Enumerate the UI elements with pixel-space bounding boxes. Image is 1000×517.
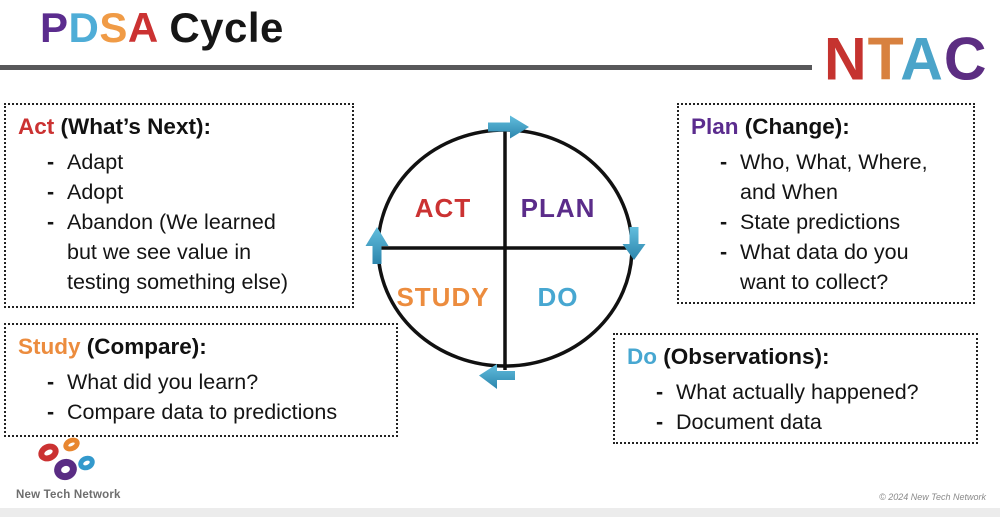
plan-list: -Who, What, Where, and When -State predi… <box>691 147 961 297</box>
title-rest: Cycle <box>157 4 284 51</box>
do-box: Do (Observations): -What actually happen… <box>613 333 978 444</box>
title-letter-p: P <box>40 4 69 51</box>
cycle-arrow-right-icon <box>622 227 646 260</box>
title-letter-a: A <box>127 4 158 51</box>
list-item: -What data do you want to collect? <box>691 237 961 297</box>
act-box-heading: Act (What’s Next): <box>18 113 340 141</box>
ntac-letter-a: A <box>900 25 944 93</box>
list-item: -What did you learn? <box>18 367 384 397</box>
list-item-text: Adapt <box>67 150 124 174</box>
study-box-heading: Study (Compare): <box>18 333 384 361</box>
list-dash: - <box>656 380 664 404</box>
plan-box: Plan (Change): -Who, What, Where, and Wh… <box>677 103 975 304</box>
list-dash: - <box>720 150 728 174</box>
list-item-text: What data do you want to collect? <box>740 240 909 294</box>
list-dash: - <box>720 210 728 234</box>
cycle-arrow-left-icon <box>365 227 389 264</box>
header-divider-line <box>0 65 812 70</box>
list-item-text: Document data <box>676 410 822 434</box>
new-tech-network-logo <box>35 435 100 488</box>
ntac-letter-t: T <box>867 25 901 93</box>
do-keyword: Do <box>627 344 657 369</box>
new-tech-network-label: New Tech Network <box>16 489 121 501</box>
ntn-logo-shape-purple <box>51 455 80 484</box>
ntac-logo: NTAC <box>824 29 988 89</box>
list-item-text: State predictions <box>740 210 901 234</box>
list-item: -Abandon (We learned but we see value in… <box>18 207 340 297</box>
do-list: -What actually happened? -Document data <box>627 377 964 437</box>
cycle-label-do: DO <box>538 282 579 312</box>
do-box-heading: Do (Observations): <box>627 343 964 371</box>
ntac-letter-c: C <box>943 25 988 93</box>
cycle-label-study: STUDY <box>396 282 489 312</box>
copyright-text: © 2024 New Tech Network <box>879 492 986 502</box>
ntn-logo-shape-blue <box>75 453 98 473</box>
study-subtitle: (Compare): <box>80 334 207 359</box>
ntn-logo-shape-orange <box>61 435 82 454</box>
do-subtitle: (Observations): <box>657 344 830 369</box>
cycle-arrow-bottom-icon <box>479 364 515 389</box>
cycle-arrow-top-icon <box>488 115 529 139</box>
list-item: -Who, What, Where, and When <box>691 147 961 207</box>
list-dash: - <box>47 180 55 204</box>
act-box: Act (What’s Next): -Adapt -Adopt -Abando… <box>4 103 354 308</box>
cycle-label-plan: PLAN <box>521 193 596 223</box>
list-item-text: Adopt <box>67 180 124 204</box>
list-item: -State predictions <box>691 207 961 237</box>
plan-keyword: Plan <box>691 114 739 139</box>
page-title: PDSA Cycle <box>40 2 284 54</box>
list-item-text: Compare data to predictions <box>67 400 338 424</box>
study-list: -What did you learn? -Compare data to pr… <box>18 367 384 427</box>
act-subtitle: (What’s Next): <box>54 114 211 139</box>
title-letter-d: D <box>68 4 100 51</box>
list-dash: - <box>720 240 728 264</box>
act-keyword: Act <box>18 114 55 139</box>
list-item-text: Abandon (We learned but we see value in … <box>67 210 289 294</box>
list-item-text: What did you learn? <box>67 370 259 394</box>
list-item: -Adapt <box>18 147 340 177</box>
plan-box-heading: Plan (Change): <box>691 113 961 141</box>
list-item: -What actually happened? <box>627 377 964 407</box>
list-dash: - <box>656 410 664 434</box>
list-item-text: What actually happened? <box>676 380 919 404</box>
list-item: -Compare data to predictions <box>18 397 384 427</box>
study-box: Study (Compare): -What did you learn? -C… <box>4 323 398 437</box>
list-dash: - <box>47 370 55 394</box>
cycle-label-act: ACT <box>415 193 471 223</box>
list-dash: - <box>47 400 55 424</box>
study-keyword: Study <box>18 334 81 359</box>
list-dash: - <box>47 210 55 234</box>
list-item-text: Who, What, Where, and When <box>740 150 928 204</box>
title-letter-s: S <box>99 4 128 51</box>
list-item: -Document data <box>627 407 964 437</box>
pdsa-cycle-diagram: ACT PLAN STUDY DO <box>365 115 646 389</box>
ntac-letter-n: N <box>824 25 868 93</box>
plan-subtitle: (Change): <box>738 114 850 139</box>
bottom-strip <box>0 508 1000 517</box>
list-item: -Adopt <box>18 177 340 207</box>
list-dash: - <box>47 150 55 174</box>
act-list: -Adapt -Adopt -Abandon (We learned but w… <box>18 147 340 297</box>
